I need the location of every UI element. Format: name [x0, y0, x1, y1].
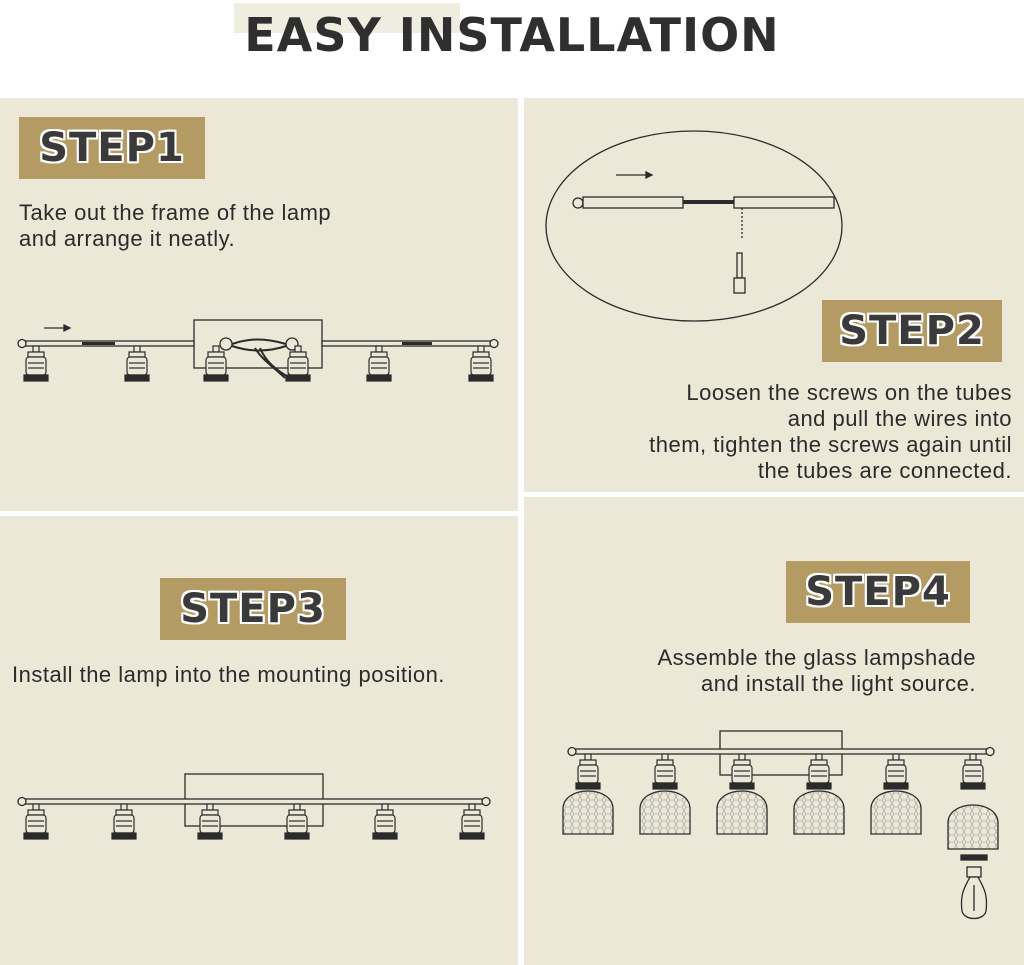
step4-panel: STEP4 Assemble the glass lampshade and i…: [524, 497, 1024, 965]
title-accent: [234, 3, 460, 33]
lamp-socket-icon: [960, 753, 986, 790]
step2-panel: STEP2 Loosen the screws on the tubes and…: [524, 98, 1024, 492]
step2-line: and pull the wires into: [787, 406, 1012, 431]
arrow-head: [63, 323, 72, 333]
step3-panel: STEP3 Install the lamp into the mounting…: [0, 516, 518, 965]
lamp-socket-icon: [124, 345, 150, 382]
step2-line: them, tighten the screws again until: [649, 432, 1012, 457]
lamp-socket-icon: [366, 345, 392, 382]
lamp-socket-icon: [883, 753, 909, 790]
lamp-socket-icon: [729, 753, 755, 790]
title-bar: EASY INSTALLATION: [0, 0, 1024, 98]
step2-detail-diagram: [545, 130, 843, 322]
bulb-icon: [960, 854, 988, 920]
bar-tube: [23, 798, 485, 805]
lamp-socket-icon: [806, 753, 832, 790]
step3-line: Install the lamp into the mounting posit…: [12, 662, 445, 687]
step2-line: Loosen the screws on the tubes: [686, 380, 1012, 405]
glass-shade-icon: [870, 790, 922, 835]
glass-shade-icon: [716, 790, 768, 835]
lamp-socket-icon: [372, 803, 398, 840]
step1-panel: STEP1 Take out the frame of the lamp and…: [0, 98, 518, 511]
step3-label: STEP3: [180, 586, 326, 632]
lamp-socket-icon: [111, 803, 137, 840]
step1-frame-diagram: [17, 319, 499, 382]
step2-description: Loosen the screws on the tubes and pull …: [532, 380, 1012, 484]
step4-description: Assemble the glass lampshade and install…: [536, 645, 976, 697]
page-title: EASY INSTALLATION: [244, 8, 780, 62]
lamp-socket-icon: [652, 753, 678, 790]
lamp-socket-icon: [459, 803, 485, 840]
lamp-socket-icon: [23, 345, 49, 382]
lamp-socket-icon: [468, 345, 494, 382]
step3-badge: STEP3: [160, 578, 346, 640]
step4-label: STEP4: [805, 569, 951, 615]
step1-line: Take out the frame of the lamp: [19, 200, 332, 225]
step4-shade-diagram: [562, 730, 999, 920]
step1-description: Take out the frame of the lamp and arran…: [19, 200, 331, 252]
bar-tube: [573, 748, 989, 755]
glass-shade-icon: [793, 790, 845, 835]
lamp-socket-icon: [23, 803, 49, 840]
glass-shade-icon: [947, 804, 999, 850]
step1-badge: STEP1: [19, 117, 205, 179]
lamp-socket-icon: [284, 803, 310, 840]
step2-badge: STEP2: [822, 300, 1002, 362]
lamp-socket-icon: [285, 345, 311, 382]
step1-line: and arrange it neatly.: [19, 226, 236, 251]
step3-description: Install the lamp into the mounting posit…: [12, 662, 445, 688]
lamp-socket-icon: [575, 753, 601, 790]
step3-mounted-diagram: [17, 773, 491, 840]
lamp-socket-icon: [203, 345, 229, 382]
detail-ellipse: [545, 130, 843, 322]
step4-line: and install the light source.: [701, 671, 976, 696]
glass-shade-icon: [639, 790, 691, 835]
lamp-socket-icon: [197, 803, 223, 840]
step4-line: Assemble the glass lampshade: [657, 645, 976, 670]
step2-label: STEP2: [839, 308, 985, 354]
glass-shade-icon: [562, 790, 614, 835]
step1-label: STEP1: [39, 125, 185, 171]
step4-badge: STEP4: [786, 561, 970, 623]
step2-line: the tubes are connected.: [757, 458, 1012, 483]
